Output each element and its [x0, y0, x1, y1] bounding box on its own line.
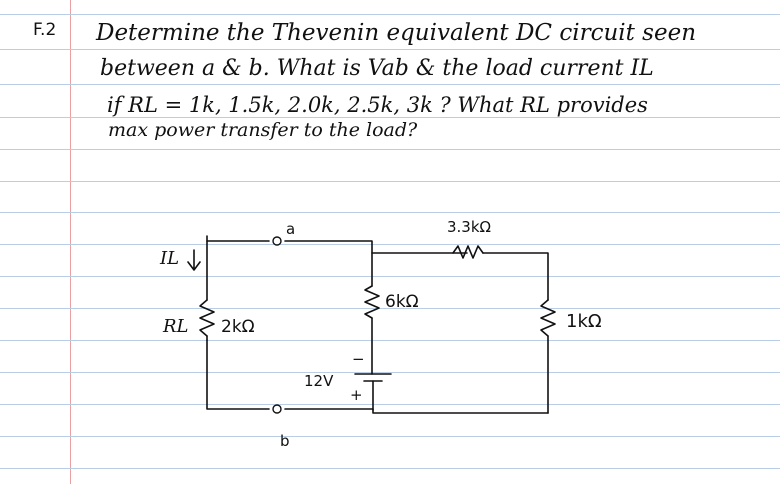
problem-text-line-4: max power transfer to the load? [108, 119, 418, 141]
ruled-line [0, 340, 780, 341]
ruled-line [0, 14, 780, 15]
margin-line [70, 0, 71, 484]
current-label: IL [160, 248, 180, 269]
ruled-line [0, 84, 780, 85]
right-resistor-value: 1kΩ [566, 311, 602, 332]
node-b-label: b [280, 432, 290, 450]
problem-text-line-2: between a & b. What is Vab & the load cu… [100, 56, 654, 81]
ruled-line [0, 181, 780, 182]
source-plus-sign: + [350, 386, 363, 404]
wire-top [284, 240, 468, 254]
wire-bottom [284, 408, 549, 414]
ruled-line [0, 149, 780, 150]
wire-b-left [206, 339, 270, 410]
source-voltage-label: 12V [304, 372, 334, 390]
resistor-middle [364, 285, 380, 319]
ruled-line [0, 372, 780, 373]
current-arrow [187, 249, 201, 271]
node-a-label: a [286, 220, 296, 238]
ruled-line [0, 436, 780, 437]
ruled-line [0, 468, 780, 469]
resistor-top [452, 245, 484, 259]
ruled-line [0, 244, 780, 245]
problem-text-line-3: if RL = 1k, 1.5k, 2.0k, 2.5k, 3k ? What … [107, 93, 648, 117]
resistor-right [540, 299, 556, 337]
problem-number: F.2 [33, 20, 57, 40]
problem-text-line-1: Determine the Thevenin equivalent DC cir… [96, 20, 697, 46]
ruled-line [0, 117, 780, 118]
ruled-line [0, 308, 780, 309]
ruled-line [0, 276, 780, 277]
top-resistor-value: 3.3kΩ [447, 218, 492, 236]
resistor-load [199, 299, 215, 337]
ruled-line [0, 212, 780, 213]
terminal-b [272, 404, 282, 414]
load-resistor-value: 2kΩ [221, 317, 255, 337]
ruled-line [0, 49, 780, 50]
wire-top-right [482, 252, 549, 301]
wire-a-top [206, 235, 270, 242]
source-minus-sign: − [352, 350, 365, 368]
load-resistor-label: RL [163, 316, 189, 337]
middle-resistor-value: 6kΩ [385, 292, 419, 312]
terminal-a [272, 236, 282, 246]
ruled-line [0, 404, 780, 405]
